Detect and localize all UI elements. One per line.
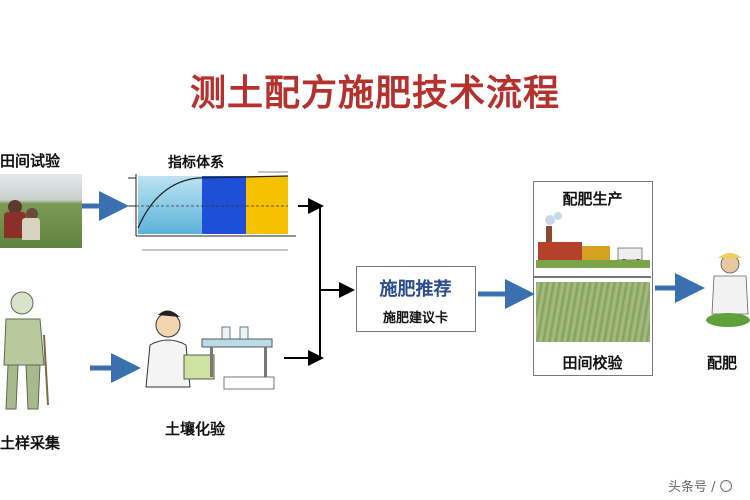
label-recommend: 施肥推荐 [379,279,452,300]
label-index-system: 指标体系 [168,155,224,171]
application-figure [706,250,750,328]
production-panel: 配肥生产 田间校验 [533,181,653,376]
page-title: 测土配方施肥技术流程 [189,73,560,114]
soil-sampling-figure [0,285,60,415]
index-system-chart [128,170,300,262]
field-trial-photo [0,174,82,248]
recommend-box: 施肥推荐 施肥建议卡 [356,266,476,332]
label-application: 配肥 [707,354,738,372]
soil-lab-figure [140,305,280,395]
field-check-photo [536,282,650,342]
label-recommend-card: 施肥建议卡 [382,311,448,326]
label-field-check: 田间校验 [562,354,623,372]
watermark: 头条号 / 〇 [668,480,733,495]
label-soil-sampling: 土样采集 [0,434,61,452]
factory-picture [536,212,650,268]
label-soil-test: 土壤化验 [165,420,226,438]
label-field-trial: 田间试验 [0,152,61,170]
label-production: 配肥生产 [562,190,623,208]
